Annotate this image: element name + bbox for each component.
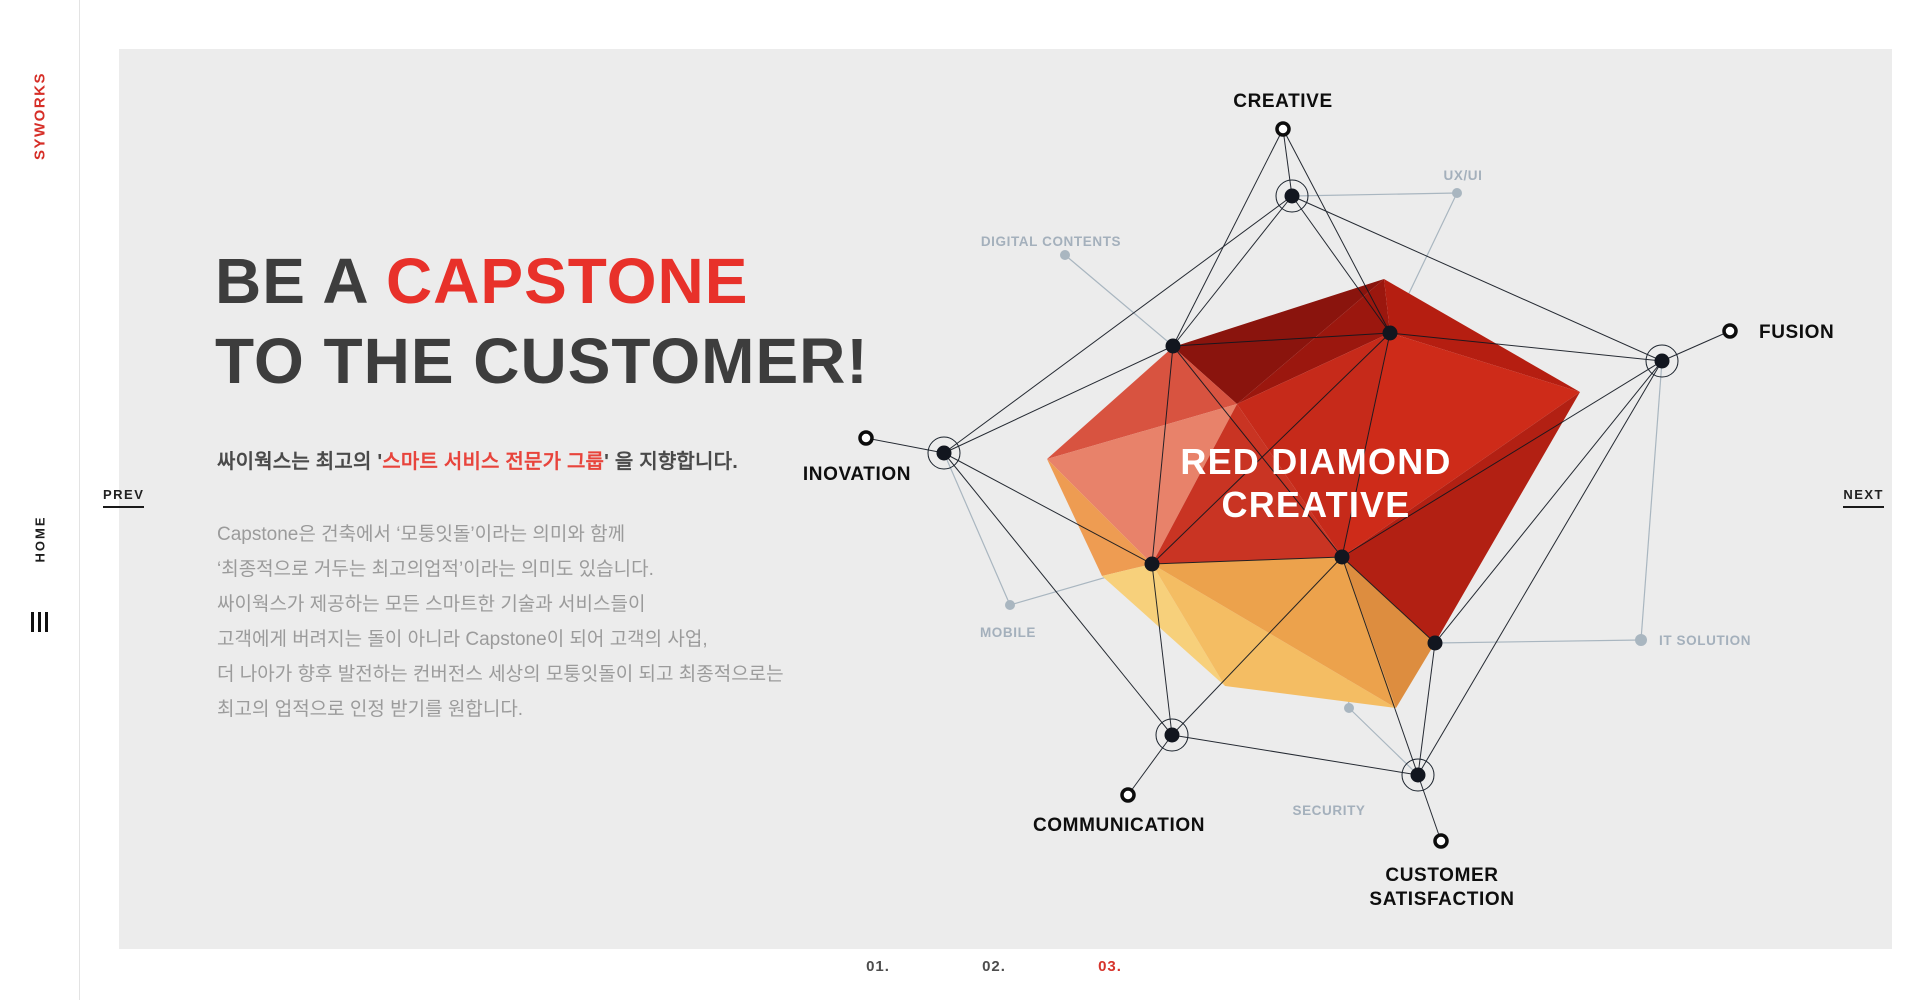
label-customer-line1: CUSTOMER	[1385, 865, 1498, 886]
paragraph-line: Capstone은 건축에서 ‘모퉁잇돌’이라는 의미와 함께	[217, 524, 626, 545]
slide-pagination: 01. 02. 03.	[853, 958, 1135, 975]
prev-button[interactable]: PREV	[103, 487, 145, 508]
page-title: BE A CAPSTONE TO THE CUSTOMER!	[215, 241, 869, 401]
main-panel: CREATIVE UX/UI DIGITAL CONTENTS FUSION I…	[119, 49, 1892, 949]
hub-nodes	[927, 179, 1679, 792]
diagram-center-title-line1: RED DIAMOND	[1180, 441, 1451, 482]
paragraph-line: ‘최종적으로 거두는 최고의업적’이라는 의미도 있습니다.	[217, 559, 654, 580]
diagram-center-title-line2: CREATIVE	[1222, 484, 1411, 525]
security-dot	[1344, 703, 1354, 713]
label-mobile: MOBILE	[980, 625, 1036, 640]
pagination-item-03[interactable]: 03.	[1098, 958, 1122, 975]
category-markers	[858, 121, 1738, 849]
label-digital-contents: DIGITAL CONTENTS	[981, 234, 1121, 249]
paragraph-line: 최고의 업적으로 인정 받기를 원합니다.	[217, 699, 524, 720]
communication-marker	[1120, 787, 1136, 803]
menu-icon[interactable]	[31, 612, 48, 632]
satellite-dots	[1005, 188, 1647, 713]
vertex-dots	[1144, 325, 1443, 651]
red-diamond-shape	[1047, 279, 1580, 708]
label-security: SECURITY	[1292, 803, 1365, 818]
paragraph-line: 싸이웍스가 제공하는 모든 스마트한 기술과 서비스들이	[217, 594, 646, 615]
subtitle-prefix: 싸이웍스는 최고의 '	[217, 451, 383, 473]
mesh-lines	[865, 128, 1731, 842]
paragraph-line: 고객에게 버려지는 돌이 아니라 Capstone이 되어 고객의 사업,	[217, 629, 708, 650]
brand-logo[interactable]: SYWORKS	[31, 71, 49, 161]
top-hub	[1275, 179, 1309, 213]
label-fusion: FUSION	[1759, 322, 1834, 343]
subtitle-suffix: ' 을 지향합니다.	[604, 451, 738, 473]
label-creative: CREATIVE	[1233, 91, 1332, 112]
mobile-dot	[1005, 600, 1015, 610]
title-line2: TO THE CUSTOMER!	[215, 325, 869, 397]
right-hub	[1645, 344, 1679, 378]
title-accent: CAPSTONE	[385, 245, 749, 317]
label-inovation: INOVATION	[803, 464, 911, 485]
next-button[interactable]: NEXT	[1843, 487, 1884, 508]
label-communication: COMMUNICATION	[1033, 815, 1205, 836]
title-prefix: BE A	[215, 245, 386, 317]
left-rail: SYWORKS HOME	[0, 0, 80, 1000]
paragraph-line: 더 나아가 향후 발전하는 컨버전스 세상의 모퉁잇돌이 되고 최종적으로는	[217, 664, 784, 685]
it-solution-dot	[1635, 634, 1647, 646]
home-link[interactable]: HOME	[32, 515, 48, 563]
inovation-marker	[858, 430, 874, 446]
digital-contents-dot	[1060, 250, 1070, 260]
title-line1: BE A CAPSTONE	[215, 241, 869, 321]
hero-subtitle: 싸이웍스는 최고의 '스마트 서비스 전문가 그룹' 을 지향합니다.	[217, 445, 738, 474]
satellite-lines	[943, 192, 1663, 776]
uxui-dot	[1452, 188, 1462, 198]
fusion-marker	[1722, 323, 1738, 339]
pagination-item-01[interactable]: 01.	[866, 958, 890, 975]
label-customer-line2: SATISFACTION	[1369, 889, 1514, 910]
label-it-solution: IT SOLUTION	[1659, 633, 1751, 648]
hero-paragraph: Capstone은 건축에서 ‘모퉁잇돌’이라는 의미와 함께 ‘최종적으로 거…	[217, 517, 784, 727]
bottom-right-hub	[1401, 758, 1435, 792]
red-diamond-diagram: CREATIVE UX/UI DIGITAL CONTENTS FUSION I…	[803, 91, 1834, 910]
creative-marker	[1275, 121, 1291, 137]
label-uxui: UX/UI	[1443, 168, 1482, 183]
pagination-item-02[interactable]: 02.	[982, 958, 1006, 975]
left-hub	[927, 436, 961, 470]
subtitle-accent: 스마트 서비스 전문가 그룹	[382, 451, 605, 473]
customer-marker	[1433, 833, 1449, 849]
bottom-left-hub	[1155, 718, 1189, 752]
